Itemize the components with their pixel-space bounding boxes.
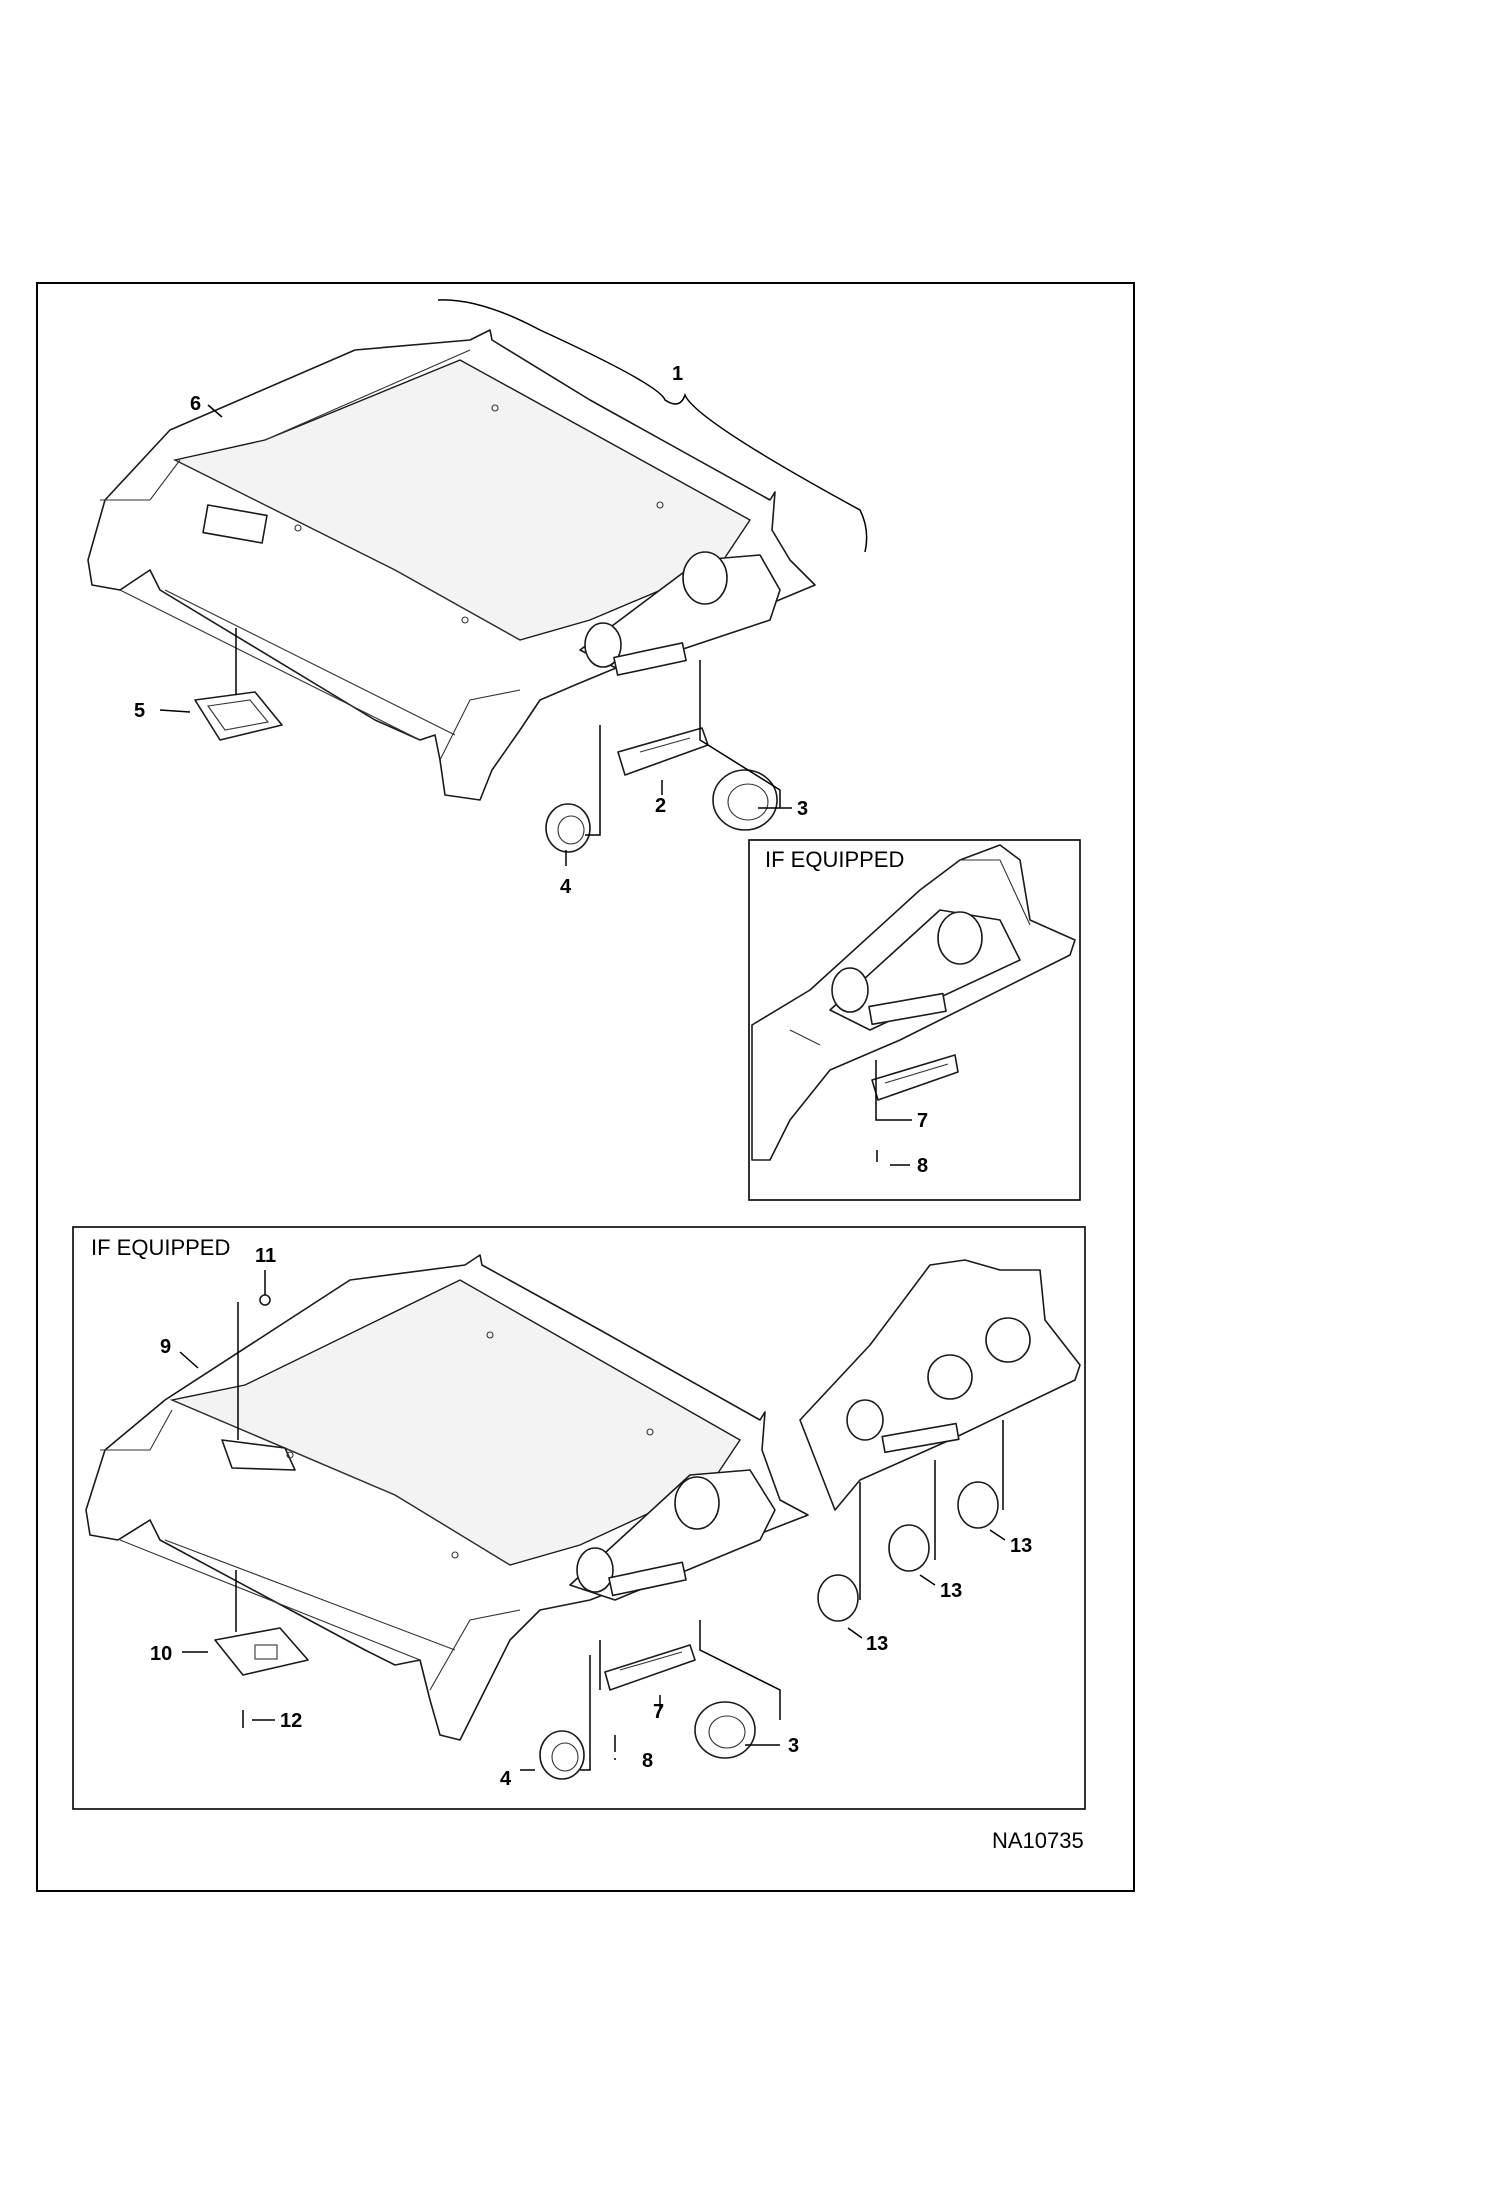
speaker-parts-13: [817, 1481, 999, 1622]
clip-part-11: [259, 1294, 271, 1306]
leader-7-upper: [875, 1060, 912, 1121]
callout-3: 3: [797, 798, 808, 820]
leader-9: [179, 1351, 199, 1369]
callout-13-a: 13: [866, 1633, 888, 1655]
callout-10: 10: [150, 1643, 172, 1665]
callout-4: 4: [560, 876, 572, 898]
speaker-part-3: [712, 769, 778, 831]
callout-12: 12: [280, 1710, 302, 1732]
headliner-assembly-main: [87, 299, 868, 801]
leader-3-lower-b: [699, 1620, 781, 1720]
speaker-detail-lower: [799, 1259, 1081, 1511]
leader-3b: [699, 660, 781, 808]
inset-upper-detail: [751, 844, 1076, 1162]
headliner-assembly-lower: [85, 1254, 809, 1741]
speaker-part-4: [545, 803, 591, 853]
dome-light-part-10: [214, 1627, 309, 1676]
callout-9: 9: [160, 1336, 171, 1358]
leader-4-lower-b: [580, 1655, 591, 1771]
callout-5: 5: [134, 700, 145, 722]
switch-panel-part-7-lower: [604, 1644, 696, 1691]
callout-13-c: 13: [1010, 1535, 1032, 1557]
callout-6: 6: [190, 393, 201, 415]
dome-light-part-5: [194, 691, 283, 741]
reference-code: NA10735: [992, 1828, 1084, 1853]
callout-13-b: 13: [940, 1580, 962, 1602]
leader-13-a-tick: [847, 1627, 863, 1639]
leader-6: [207, 404, 223, 418]
callout-1: 1: [672, 363, 683, 385]
callout-11: 11: [255, 1245, 276, 1267]
callout-8-lower: 8: [642, 1750, 653, 1772]
callout-7-lower: 7: [653, 1701, 664, 1723]
callout-3-lower: 3: [788, 1735, 799, 1757]
speaker-part-4-lower: [539, 1730, 585, 1780]
switch-panel-part-2: [617, 727, 709, 776]
callout-4-lower: 4: [500, 1768, 512, 1790]
leader-4b: [585, 725, 601, 836]
leader-5: [159, 709, 191, 713]
inset-upper-title: IF EQUIPPED: [765, 847, 904, 872]
speaker-part-3-lower: [694, 1701, 756, 1759]
callout-8-upper: 8: [917, 1155, 928, 1177]
leader-13-c-tick: [989, 1529, 1006, 1541]
diagram-frame: [36, 282, 1135, 1892]
callout-7-upper: 7: [917, 1110, 928, 1132]
leader-13-b-tick: [919, 1574, 936, 1586]
inset-lower-title: IF EQUIPPED: [91, 1235, 230, 1260]
callout-2: 2: [655, 795, 666, 817]
